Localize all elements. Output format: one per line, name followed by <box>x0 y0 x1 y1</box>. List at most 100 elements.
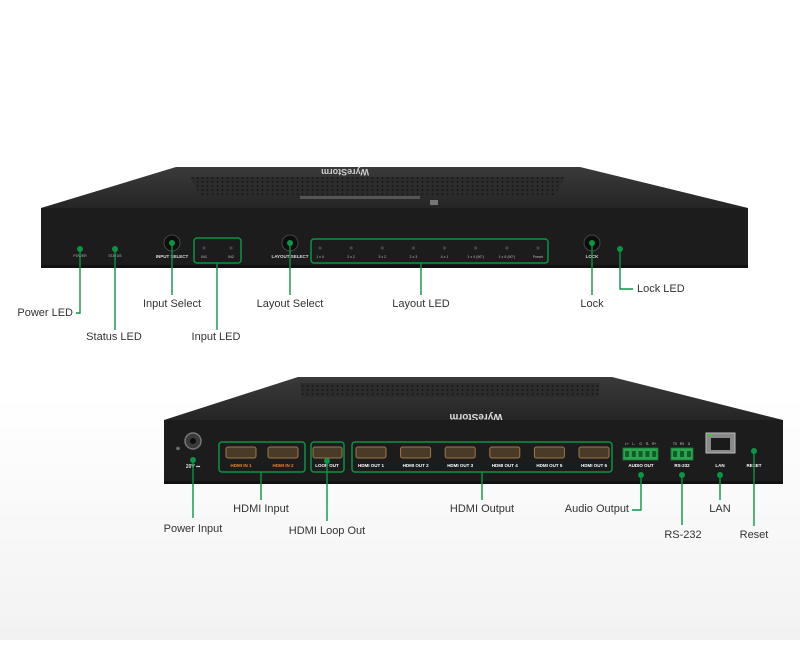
layout-led-7 <box>505 246 509 250</box>
hdmi-out-6-port[interactable] <box>578 446 610 459</box>
audio-pin-label: L+ <box>625 442 629 446</box>
power-led-leader <box>76 249 81 314</box>
callout-layout-led: Layout LED <box>392 298 450 310</box>
hdmi-out-2-port[interactable] <box>400 446 432 459</box>
callout-reset: Reset <box>739 529 769 541</box>
layout-led-5 <box>442 246 447 250</box>
callout-input-led: Input LED <box>191 331 241 343</box>
front-brand-mark: WyreStorm <box>321 167 369 177</box>
audio-pin-label: R+ <box>652 442 656 446</box>
audio-pin-label: G <box>639 442 642 446</box>
front-unit-vents <box>190 177 565 195</box>
hdmi-out-4-port[interactable] <box>489 446 521 459</box>
audio-pin <box>625 451 629 457</box>
hdmi-in-1-label: HDMI IN 1 <box>230 463 251 468</box>
power-input-jack-center <box>190 438 196 444</box>
hdmi-in-2-port[interactable] <box>267 446 299 459</box>
layout-led-group <box>310 238 549 264</box>
hdmi-input-group <box>218 441 306 473</box>
hdmi-outputs: HDMI OUT 1 HDMI OUT 2 HDMI OUT 3 HDMI OUT 4… <box>355 446 610 468</box>
lock-led-leader <box>619 249 633 290</box>
hdmi-out-3-label: HDMI OUT 3 <box>447 463 473 468</box>
callout-status-led: Status LED <box>86 331 142 343</box>
callout-power-input: Power Input <box>163 523 223 535</box>
layout-led-8 <box>536 246 540 250</box>
layout-led-label: 3 x 2 <box>378 255 386 259</box>
input-led-1 <box>202 246 206 250</box>
front-unit: WyreStorm POWER STATUS INPUT SELECT IN1 … <box>41 167 748 330</box>
rear-leader-lines <box>190 448 757 526</box>
layout-led-label: 1 x 4 <box>316 255 324 259</box>
polarity-icon: ⊕ <box>176 446 180 452</box>
callout-lock-led: Lock LED <box>637 283 685 295</box>
layout-led-3 <box>380 246 384 250</box>
callout-hdmi-input: HDMI Input <box>233 503 289 515</box>
front-panel-bottom-edge <box>41 265 748 268</box>
hdmi-out-1-port[interactable] <box>355 446 387 459</box>
rs232-pin <box>673 451 677 457</box>
rear-brand-mark: WyreStorm <box>449 411 502 422</box>
rear-panel-bottom-edge <box>164 481 783 484</box>
lan-port-led <box>708 434 712 436</box>
front-unit-top-marking <box>300 196 420 199</box>
hdmi-in-2-label: HDMI IN 2 <box>272 463 293 468</box>
layout-led-label: 1 x 6 (90°) <box>499 255 516 259</box>
callout-lock: Lock <box>580 298 604 310</box>
hdmi-out-3-port[interactable] <box>444 446 476 459</box>
front-leader-lines <box>76 240 633 330</box>
layout-led-label: 2 x 3 <box>410 255 418 259</box>
rs232-pin-label: TX <box>673 442 678 446</box>
hdmi-out-1-label: HDMI OUT 1 <box>358 463 384 468</box>
rs232-label: RS-232 <box>674 463 690 468</box>
layout-led-2 <box>349 246 353 250</box>
callout-hdmi-output: HDMI Output <box>449 503 515 515</box>
rear-unit-vents <box>300 383 600 397</box>
audio-pin <box>645 451 650 457</box>
audio-pin <box>652 451 657 457</box>
callout-hdmi-loop-out: HDMI Loop Out <box>288 525 366 537</box>
callout-audio-output: Audio Output <box>564 503 629 515</box>
input-led-2 <box>229 246 233 250</box>
rear-unit: WyreStorm 20V ⎓ ⊕ HDMI IN 1 HDMI IN 2 LO… <box>164 377 783 526</box>
layout-led-4 <box>411 246 416 250</box>
lan-port-socket <box>711 438 730 450</box>
hdmi-out-2-label: HDMI OUT 2 <box>403 463 429 468</box>
rs232-pin-label: G <box>688 442 691 446</box>
audio-pin-label: R- <box>646 442 649 446</box>
rs232-pin <box>687 451 691 457</box>
callout-lan: LAN <box>709 503 731 515</box>
lan-label: LAN <box>715 463 724 468</box>
audio-out-label: AUDIO OUT <box>628 463 654 468</box>
layout-led-1 <box>318 246 322 250</box>
input-led-1-label: IN1 <box>201 255 207 259</box>
hdmi-out-6-label: HDMI OUT 6 <box>581 463 607 468</box>
layout-led-6 <box>474 246 478 250</box>
audio-pins: L+L- G R-R+ <box>625 442 656 457</box>
hdmi-out-5-label: HDMI OUT 5 <box>536 463 562 468</box>
rs232-pin <box>680 451 684 457</box>
audio-out-leader <box>632 475 642 511</box>
hdmi-out-4-label: HDMI OUT 4 <box>492 463 518 468</box>
audio-pin <box>631 451 636 457</box>
callout-layout-select: Layout Select <box>256 298 324 310</box>
callout-power-led: Power LED <box>17 307 73 319</box>
layout-led-label: Preset <box>533 255 543 259</box>
callout-input-select: Input Select <box>142 298 202 310</box>
layout-leds: 1 x 4 2 x 2 3 x 2 2 x 3 4 x 1 1 x 4 (90°) 1 x … <box>316 246 543 259</box>
audio-pin-label: L- <box>632 442 635 446</box>
layout-led-label: 4 x 1 <box>441 255 449 259</box>
layout-led-label: 1 x 4 (90°) <box>467 255 484 259</box>
audio-pin <box>638 451 643 457</box>
loop-out-port[interactable] <box>312 446 343 459</box>
input-led-2-label: IN2 <box>228 255 234 259</box>
front-panel <box>41 208 748 267</box>
front-unit-top-marking <box>430 200 438 205</box>
layout-led-label: 2 x 2 <box>347 255 355 259</box>
rs232-pin-label: RX <box>680 442 685 446</box>
hdmi-out-5-port[interactable] <box>533 446 565 459</box>
hdmi-in-1-port[interactable] <box>225 446 257 459</box>
callout-rs232: RS-232 <box>664 529 702 541</box>
